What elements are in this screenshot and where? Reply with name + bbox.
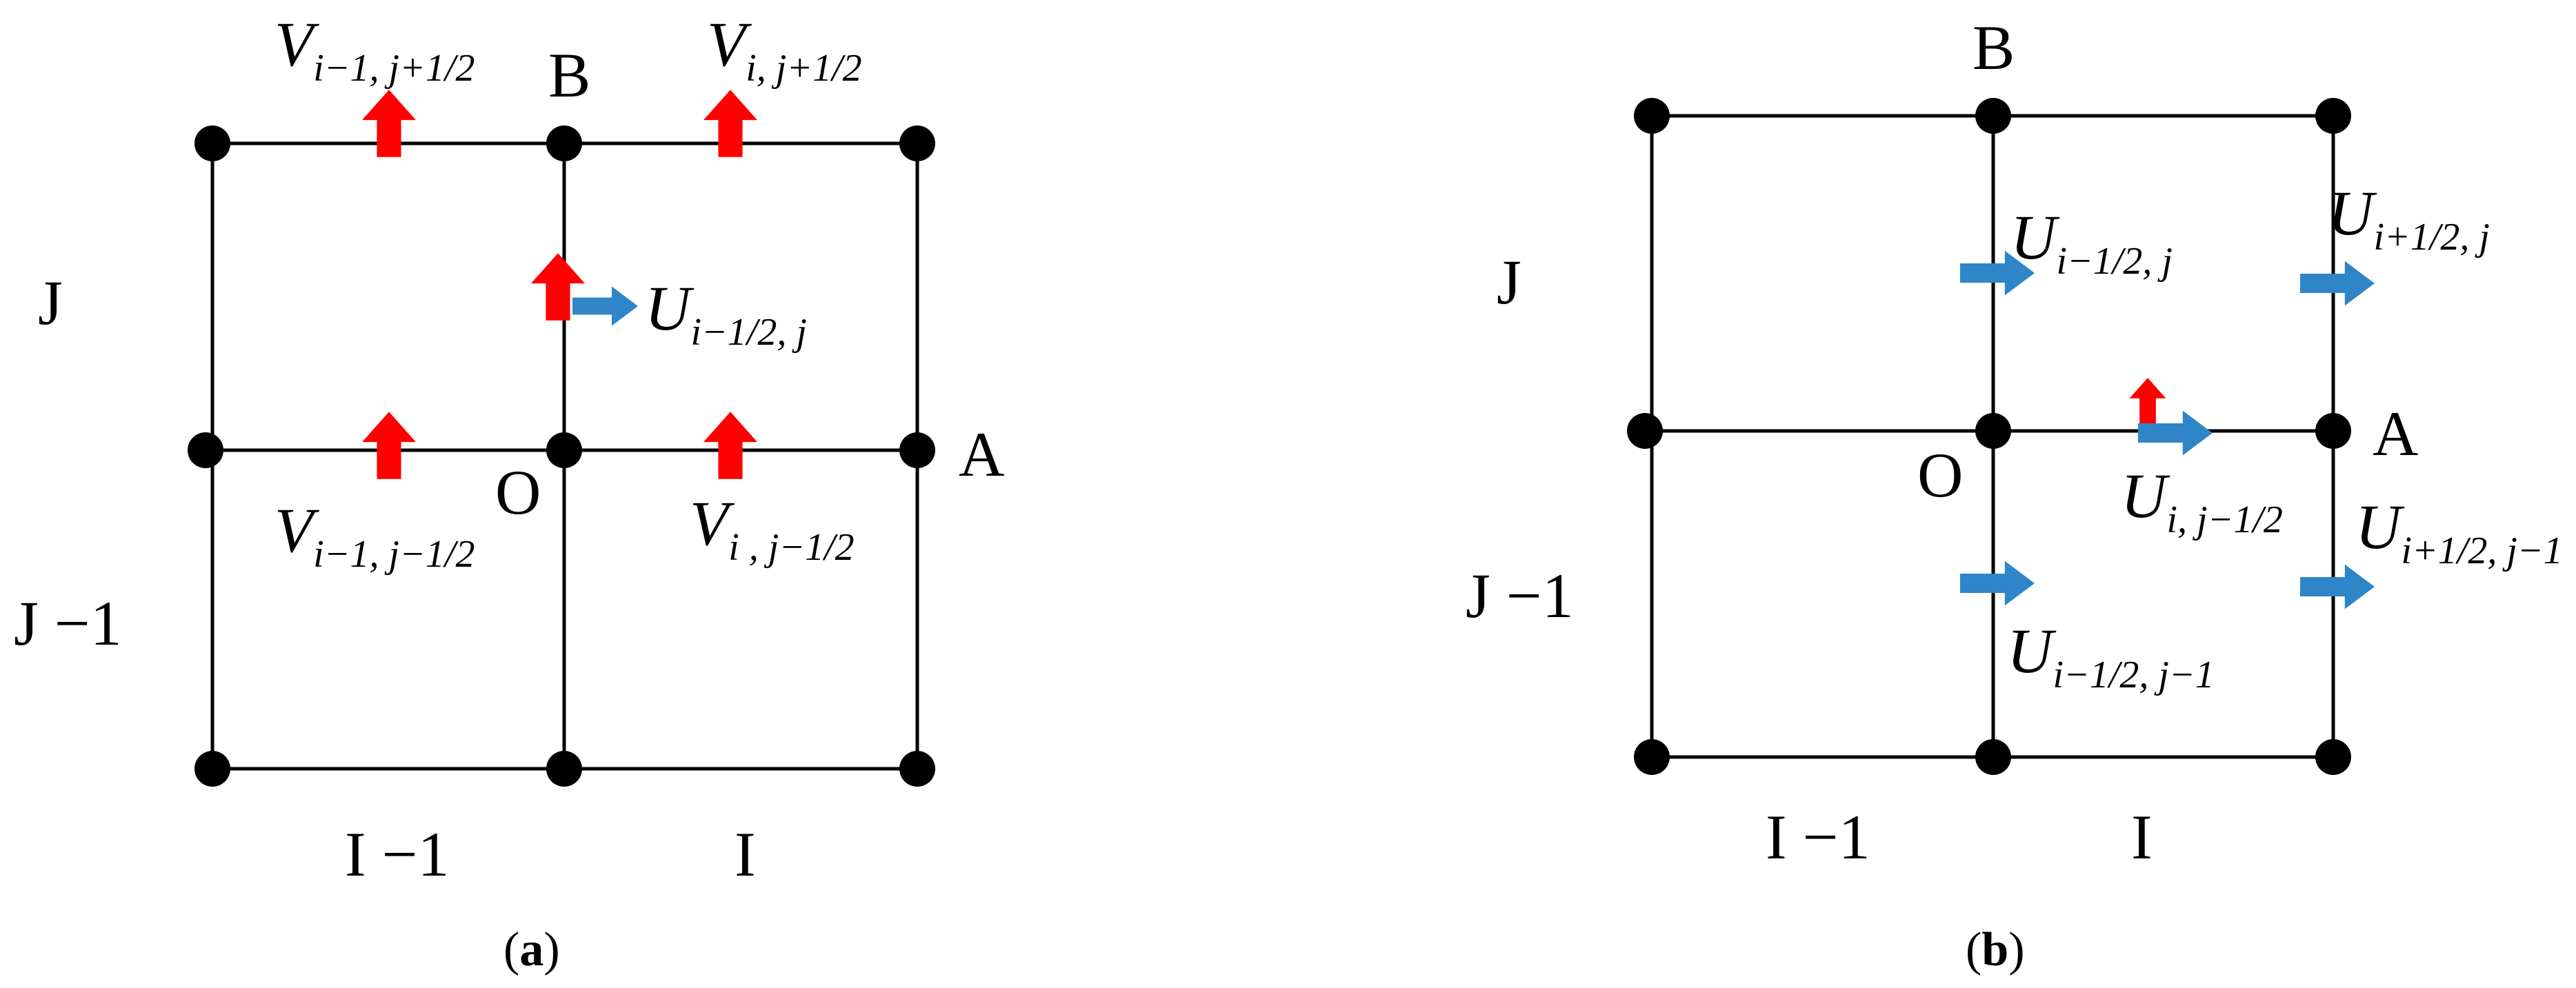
panel-b: B O A J J −1 I −1 I Ui−1/2, j Ui+1/2, j … [1466, 12, 2563, 976]
panel-a-nodes [188, 125, 935, 787]
velocity-subscript: i−1/2, j [2056, 240, 2172, 283]
velocity-symbol: V [274, 495, 320, 565]
caption-close-paren: ) [543, 923, 559, 976]
grid-node [188, 432, 223, 468]
row-label-j-minus-1: J −1 [14, 588, 122, 658]
velocity-subscript: i+1/2, j [2373, 216, 2489, 259]
grid-node [194, 125, 230, 161]
velocity-symbol: U [2328, 178, 2377, 248]
col-label-i-minus-1: I −1 [345, 819, 450, 889]
row-label-j: J [1497, 247, 1521, 317]
velocity-label-v: Vi , j−1/2 [690, 488, 855, 569]
grid-node [546, 125, 582, 161]
grid-node [2315, 413, 2351, 449]
velocity-label-v: Vi, j+1/2 [707, 9, 862, 90]
point-label-o: O [1917, 440, 1963, 510]
panel-a-caption: (a) [503, 923, 560, 976]
grid-node [899, 751, 935, 787]
caption-letter: b [1981, 923, 2008, 976]
grid-node [194, 751, 230, 787]
grid-node [1634, 739, 1670, 775]
velocity-symbol: V [274, 9, 320, 79]
u-arrow-right-icon [2300, 564, 2375, 609]
velocity-symbol: V [690, 488, 735, 558]
panel-b-nodes [1627, 98, 2351, 775]
velocity-label-u: Ui+1/2, j−1 [2355, 492, 2563, 572]
caption-open-paren: ( [503, 923, 519, 976]
col-label-i: I [2131, 802, 2153, 872]
caption-letter: a [519, 923, 543, 976]
v-arrow-up-icon [362, 90, 416, 157]
u-arrow-right-icon [2300, 261, 2375, 306]
velocity-symbol: U [2121, 461, 2170, 531]
grid-node [1627, 413, 1663, 449]
grid-node [546, 432, 582, 468]
velocity-symbol: V [707, 9, 752, 79]
grid-node [2315, 98, 2351, 134]
grid-node [546, 751, 582, 787]
velocity-label-u: Ui−1/2, j [645, 273, 807, 354]
caption-open-paren: ( [1966, 923, 1981, 976]
u-arrow-right-icon [1960, 561, 2035, 606]
v-arrow-up-icon [703, 90, 757, 157]
grid-node [1975, 413, 2011, 449]
v-arrow-up-icon [2129, 378, 2166, 423]
velocity-symbol: U [2007, 616, 2057, 686]
point-label-o: O [495, 457, 541, 527]
velocity-label-u: Ui+1/2, j [2328, 178, 2490, 259]
velocity-label-v: Vi−1, j+1/2 [274, 9, 475, 90]
velocity-subscript: i+1/2, j−1 [2401, 530, 2562, 572]
point-label-a: A [959, 419, 1004, 490]
velocity-label-v: Vi−1, j−1/2 [274, 495, 475, 576]
velocity-subscript: i−1, j−1/2 [313, 533, 475, 576]
point-label-b: B [548, 40, 590, 110]
grid-node [899, 432, 935, 468]
panel-a: B O A J J −1 I −1 I Vi−1, j+1/2 Vi, j+1/… [14, 9, 1004, 976]
velocity-subscript: i , j−1/2 [728, 526, 854, 569]
velocity-symbol: U [645, 273, 695, 343]
velocity-subscript: i−1/2, j−1 [2053, 654, 2214, 696]
velocity-symbol: U [2010, 202, 2060, 272]
point-label-b: B [1973, 12, 2015, 83]
row-label-j: J [38, 268, 63, 338]
grid-node [1634, 98, 1670, 134]
velocity-subscript: i−1/2, j [690, 311, 806, 354]
panel-b-caption: (b) [1966, 923, 2025, 976]
v-arrow-up-icon [703, 412, 757, 479]
col-label-i: I [735, 819, 756, 889]
grid-node [2315, 739, 2351, 775]
velocity-subscript: i, j−1/2 [2166, 498, 2282, 541]
v-arrow-up-icon [362, 412, 416, 479]
velocity-label-u: Ui−1/2, j−1 [2007, 616, 2215, 696]
caption-close-paren: ) [2008, 923, 2024, 976]
velocity-subscript: i, j+1/2 [746, 47, 861, 90]
velocity-label-u: Ui−1/2, j [2010, 202, 2173, 283]
grid-node [899, 125, 935, 161]
grid-node [1975, 739, 2011, 775]
row-label-j-minus-1: J −1 [1466, 561, 1574, 631]
grid-node [1975, 98, 2011, 134]
velocity-subscript: i−1, j+1/2 [313, 47, 475, 90]
col-label-i-minus-1: I −1 [1766, 802, 1870, 872]
velocity-symbol: U [2355, 492, 2405, 562]
velocity-label-u: Ui, j−1/2 [2121, 461, 2283, 541]
point-label-a: A [2373, 399, 2418, 469]
u-arrow-right-icon [572, 286, 638, 326]
